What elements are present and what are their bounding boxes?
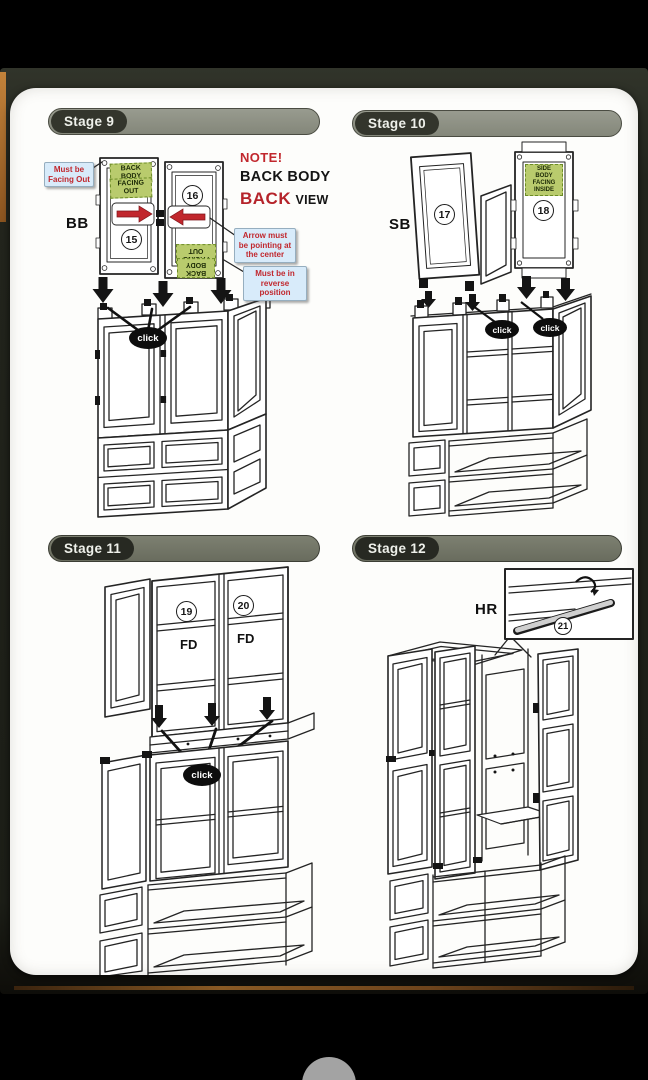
stage-11-header: Stage 11 [48,535,320,562]
stage-12-drawing [386,568,634,969]
base-frames [389,855,566,969]
callout-reverse-position: Must be in reverse position [243,266,307,301]
part-number-21: 21 [554,617,572,635]
click-badge-left: click [485,320,519,339]
stage-12-title: Stage 12 [355,537,439,560]
small-down-arrows [421,291,480,311]
wardrobe [386,641,579,880]
down-arrow-icons [92,277,232,307]
cabinet-body [95,297,267,439]
manual-page: Stage 9 [10,88,638,975]
joint-rails [149,712,315,754]
stage-12-panel: Stage 12 [345,525,638,975]
part-number-20: 20 [233,595,254,616]
table-edge-highlight [14,986,634,990]
note-view-word: VIEW [295,193,329,207]
home-button-indicator[interactable] [302,1057,356,1080]
part-number-16: 16 [182,185,203,206]
latch-pegs [151,697,275,728]
note-title: NOTE! [240,150,283,165]
base-frames [99,862,313,975]
stage-11-drawing [99,566,315,975]
click-straps [472,301,544,323]
note-subject: BACK BODY [240,169,331,185]
red-arrow-left-icon [169,208,206,226]
cabinet-body [410,291,592,438]
part-label-bb: BB [66,215,89,232]
door-label-fd-right: FD [237,631,255,646]
callout-arrow-center: Arrow must be pointing at the center [234,228,296,263]
stage-9-header: Stage 9 [48,108,320,135]
note-back-word: BACK [240,189,292,208]
stage-11-panel: Stage 11 [38,525,340,975]
part-label-sb: SB [389,216,411,233]
sticker-line-1: SIDE BODY [535,166,553,179]
stage-12-header: Stage 12 [352,535,622,562]
stage-10-header: Stage 10 [352,110,622,137]
stage-11-title: Stage 11 [51,537,135,560]
click-badge-right: click [533,318,567,337]
callout-must-be-facing-out: Must be Facing Out [44,162,94,188]
stage-10-drawing [408,141,592,517]
click-badge: click [183,764,221,786]
sticker-side-body-facing-inside: SIDE BODY FACING INSIDE [525,164,563,196]
part-number-17: 17 [434,204,455,225]
stage-9-title: Stage 9 [51,110,128,133]
hook-rotation-icon [575,576,597,593]
sticker-line-2: FACING INSIDE [532,179,556,193]
part-number-15: 15 [121,229,142,250]
part-number-19: 19 [176,601,197,622]
part-label-hr: HR [475,601,498,618]
cabinet-base [97,413,267,518]
sticker-back-body-reversed: BACK BODY [177,258,215,279]
lower-cabinet [100,740,289,890]
red-arrow-right-icon [116,205,153,223]
door-label-fd-left: FD [180,637,198,652]
down-arrow-icons [517,276,575,301]
click-badge: click [129,327,167,349]
sticker-facing-out: FACING OUT [109,177,153,199]
stage-9-panel: Stage 9 [38,100,335,525]
part-number-18: 18 [533,200,554,221]
note-block: NOTE! BACK BODY BACK VIEW [240,150,334,209]
stage-10-title: Stage 10 [355,112,439,135]
connector-feet [419,278,474,291]
stage-10-panel: Stage 10 [345,100,630,525]
side-panel-18 [510,141,579,279]
binder-edge-highlight [0,72,6,222]
cabinet-base [408,418,588,517]
